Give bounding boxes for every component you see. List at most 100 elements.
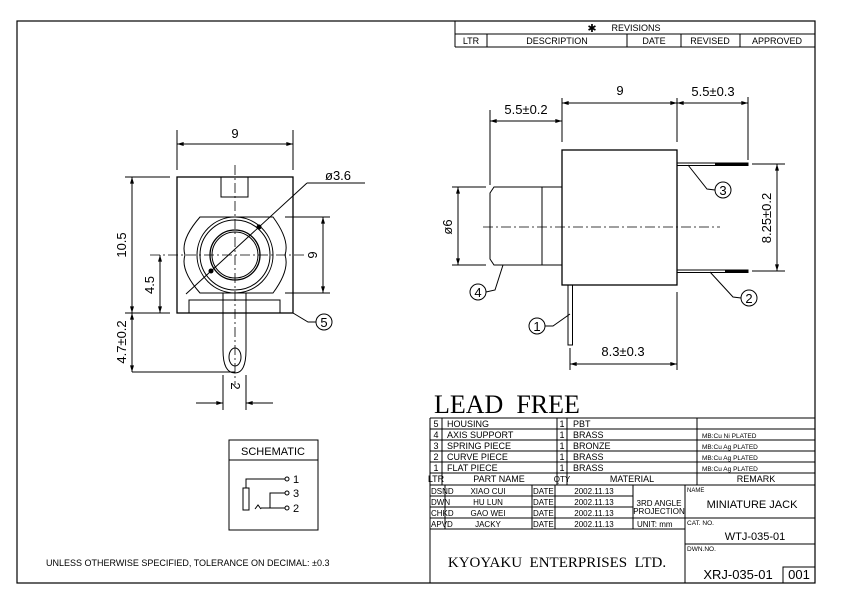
bom-row-material: BRASS: [573, 463, 604, 473]
signoff-date: 2002.11.13: [574, 520, 614, 529]
dim-pin-len: 5.5±0.3: [691, 84, 734, 99]
signoff-role: DWN: [431, 498, 450, 507]
bom-row-remark: MB:Cu Ag PLATED: [702, 466, 758, 473]
signoff-role: APVD: [431, 520, 453, 529]
bom-row-qty: 1: [559, 430, 564, 440]
rev-col-approved: APPROVED: [752, 36, 803, 46]
balloon-4-label: 4: [474, 285, 481, 300]
signoff-date: 2002.11.13: [574, 498, 614, 507]
rev-col-date: DATE: [642, 36, 665, 46]
balloon-2-label: 2: [745, 291, 752, 306]
rev-col-description: DESCRIPTION: [526, 36, 588, 46]
bom-row-part: SPRING PIECE: [447, 441, 511, 451]
bom-header-ltr: LTR: [428, 474, 445, 484]
balloon-3-label: 3: [719, 183, 726, 198]
rev-col-ltr: LTR: [463, 36, 480, 46]
sheet-number: 001: [788, 567, 810, 582]
dim-hole-dia: ø3.6: [325, 168, 351, 183]
signoff-date-label: DATE: [533, 498, 554, 507]
dim-body-len: 9: [616, 83, 623, 98]
signoff-date: 2002.11.13: [574, 509, 614, 518]
bom-row-ltr: 2: [433, 452, 438, 462]
revisions-table: ✱ REVISIONS LTR DESCRIPTION DATE REVISED…: [454, 21, 815, 48]
signoff-date-label: DATE: [533, 520, 554, 529]
balloon-5: [315, 313, 333, 331]
dim-pin1-offset: 8.3±0.3: [601, 344, 644, 359]
company-name: KYOYAKU ENTERPRISES LTD.: [448, 555, 666, 571]
dim-width: 9: [231, 126, 238, 141]
dwn-no: XRJ-035-01: [703, 567, 772, 582]
bom-row-remark: MB:Cu Ag PLATED: [702, 444, 758, 451]
dim-pin-spacing: 8.25±0.2: [759, 193, 774, 244]
balloon-4: [469, 283, 487, 301]
bom-row-material: BRASS: [573, 452, 604, 462]
dim-height: 10.5: [114, 232, 129, 257]
signoff-name: XIAO CUI: [470, 487, 505, 496]
schematic-pin-3: 3: [293, 488, 299, 500]
lead-free-label: LEAD FREE: [434, 390, 580, 419]
schematic: SCHEMATIC 1 3 2: [228, 439, 319, 531]
dim-center-height: 4.5: [142, 276, 157, 294]
rev-col-revised: REVISED: [690, 36, 730, 46]
revision-marker: ✱: [587, 23, 596, 35]
balloon-2: [740, 289, 758, 307]
side-view: 5.5±0.2 9 5.5±0.3 ø6 8.25±0.2 8.3±0.3 1 …: [440, 83, 785, 370]
revisions-title: REVISIONS: [611, 23, 660, 33]
bom-row-part: CURVE PIECE: [447, 452, 508, 462]
part-name: MINIATURE JACK: [707, 499, 799, 511]
bom-row-ltr: 3: [433, 441, 438, 451]
signoff-date: 2002.11.13: [574, 487, 614, 496]
dwn-no-label: DWN.NO.: [687, 546, 716, 553]
bom-row-ltr: 1: [433, 463, 438, 473]
bom-header-remark: REMARK: [737, 474, 776, 484]
dim-nose-len: 5.5±0.2: [504, 102, 547, 117]
cat-no: WTJ-035-01: [725, 531, 786, 543]
bom-header-part: PART NAME: [473, 474, 525, 484]
front-view: 9 10.5 4.5 4.7±0.2 6 ø3.6 2 5: [114, 126, 365, 410]
signoff-role: CHKD: [431, 509, 454, 518]
bom-row-material: BRASS: [573, 430, 604, 440]
bom-row-part: HOUSING: [447, 419, 489, 429]
bom-row-part: FLAT PIECE: [447, 463, 498, 473]
bom-row-material: BRONZE: [573, 441, 611, 451]
bom-row-qty: 1: [559, 441, 564, 451]
name-label: NAME: [687, 488, 704, 494]
bom-row-remark: MB:Cu Ni PLATED: [702, 433, 757, 440]
signoff-role: DSND: [431, 487, 454, 496]
balloon-1-label: 1: [533, 319, 540, 334]
signoff-name: HU LUN: [473, 498, 503, 507]
bom-row-ltr: 5: [433, 419, 438, 429]
bom-row-part: AXIS SUPPORT: [447, 430, 514, 440]
signoff-name: GAO WEI: [470, 509, 505, 518]
balloon-1: [528, 317, 546, 335]
cat-no-label: CAT. NO.: [687, 520, 714, 527]
signoff-date-label: DATE: [533, 487, 554, 496]
schematic-pin-1: 1: [293, 474, 299, 486]
schematic-pin-2: 2: [293, 503, 299, 515]
bom-row-qty: 1: [559, 463, 564, 473]
bom-row-material: PBT: [573, 419, 591, 429]
bom-row-ltr: 4: [433, 430, 438, 440]
schematic-title: SCHEMATIC: [241, 446, 305, 458]
unit-label: UNIT: mm: [637, 520, 673, 529]
dim-lead-length: 4.7±0.2: [114, 320, 129, 363]
balloon-3: [714, 181, 732, 199]
balloon-5-label: 5: [320, 315, 327, 330]
bom-row-remark: MB:Cu Ag PLATED: [702, 455, 758, 462]
dim-lead-width: 2: [228, 382, 243, 389]
bom-row-qty: 1: [559, 452, 564, 462]
bom-header-material: MATERIAL: [610, 474, 654, 484]
dim-ring: 6: [305, 251, 320, 258]
signoff-name: JACKY: [475, 520, 501, 529]
signoff-date-label: DATE: [533, 509, 554, 518]
bom-header-qty: QTY: [554, 475, 571, 484]
dim-nose-dia: ø6: [440, 219, 455, 234]
sheet-border: [16, 20, 816, 584]
projection-line-2: PROJECTION: [633, 507, 685, 516]
projection-line-1: 3RD ANGLE: [637, 499, 682, 508]
bom-row-qty: 1: [559, 419, 564, 429]
